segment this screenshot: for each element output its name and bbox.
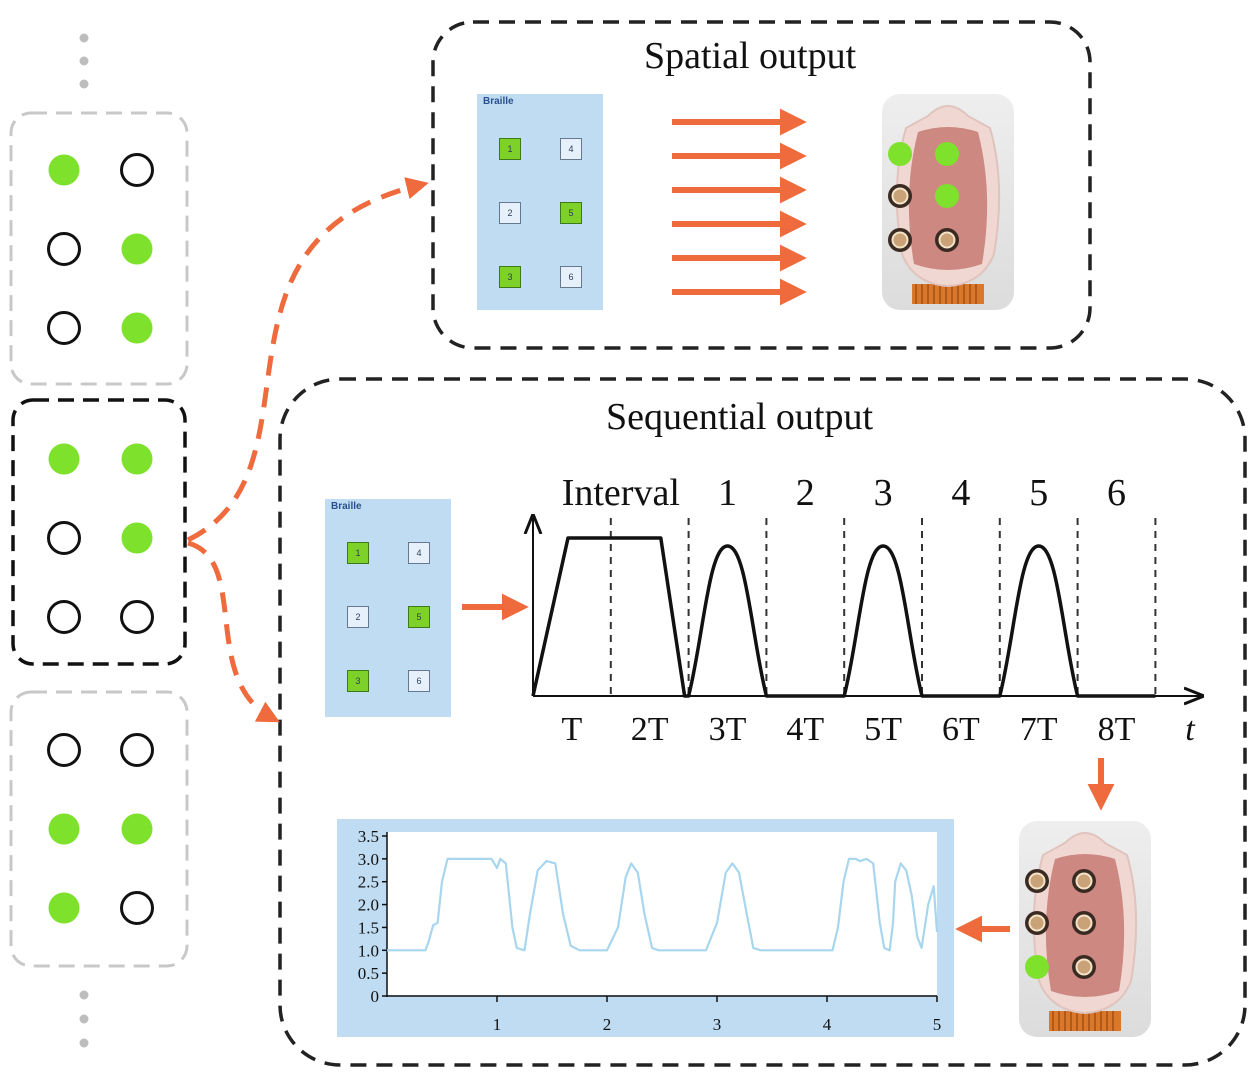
spatial-device-photo [882,94,1014,310]
braille-card-cell-1: 1 [499,138,521,160]
braille-card-cell-4: 4 [560,138,582,160]
device-pin-raised [935,184,959,208]
spatial-output-title: Spatial output [644,35,857,77]
braille-card-title: Braille [483,96,514,107]
braille-dot-flat [120,153,154,187]
braille-cell-frame-bottom [9,690,189,968]
timing-time-label: 5T [864,711,902,748]
sequential-panel-frame [278,377,1247,1067]
braille-card-cell-2: 2 [499,202,521,224]
braille-dot-flat [47,733,81,767]
signal-line [387,857,939,952]
ellipsis-dot [79,1038,89,1048]
y-tick-label: 1.5 [358,918,379,937]
braille-dot-raised [48,813,80,845]
braille-card-cell-5: 5 [408,606,430,628]
x-tick-label: 4 [823,1015,832,1034]
y-tick-label: 3.5 [358,827,379,846]
sequential-braille-card: Braille 1 4 2 5 3 6 [325,499,451,717]
timing-time-label: 4T [786,711,824,748]
x-tick-label: 2 [603,1015,612,1034]
braille-dot-flat [47,521,81,555]
braille-card-cell-2: 2 [347,606,369,628]
x-tick-label: 5 [933,1015,942,1034]
braille-dot-raised [48,154,80,186]
curved-arrow-to-sequential [187,540,280,723]
braille-dot-raised [121,522,153,554]
braille-cell-frame-top [9,111,189,386]
y-tick-label: 0 [371,987,380,1006]
braille-dot-flat [120,891,154,925]
signal-chart: 0 0.5 1.0 1.5 2.0 2.5 3.0 3.5 1 2 3 4 5 [337,819,954,1037]
y-tick-label: 3.0 [358,850,379,869]
braille-card-cell-4: 4 [408,542,430,564]
timing-time-label: 8T [1098,711,1136,748]
timing-segment-label: 6 [1107,472,1126,514]
spatial-braille-card: Braille 1 4 2 5 3 6 [477,94,603,310]
braille-card-cell-1: 1 [347,542,369,564]
braille-dot-flat [120,733,154,767]
timing-segment-label: 5 [1029,472,1048,514]
ellipsis-dot [79,1014,89,1024]
timing-time-label: 2T [631,711,669,748]
timing-axis-label: t [1185,711,1196,748]
braille-card-cell-6: 6 [408,670,430,692]
braille-dot-flat [47,311,81,345]
braille-dot-raised [121,443,153,475]
braille-cell-frame-active [11,398,187,666]
device-pin-raised [1025,955,1049,979]
y-tick-label: 2.5 [358,873,379,892]
timing-segment-label: 4 [951,472,970,514]
timing-time-label: T [562,711,583,748]
x-tick-label: 3 [713,1015,722,1034]
timing-segment-label: 2 [796,472,815,514]
timing-segment-label: 1 [718,472,737,514]
timing-segment-label: 3 [874,472,893,514]
braille-card-cell-5: 5 [560,202,582,224]
timing-time-label: 7T [1020,711,1058,748]
timing-diagram: Interval 1 2 3 4 5 6 T 2T 3T 4T 5T 6T 7T 8T t [533,472,1200,748]
y-tick-label: 0.5 [358,964,379,983]
braille-card-title: Braille [331,501,362,512]
ellipsis-dot [79,990,89,1000]
braille-dot-raised [48,892,80,924]
ellipsis-dot [79,56,89,66]
device-pin-raised [888,142,912,166]
braille-dot-raised [121,813,153,845]
sequential-device-photo [1019,821,1151,1037]
ellipsis-dot [79,79,89,89]
braille-dot-raised [121,312,153,344]
ellipsis-dot [79,33,89,43]
x-tick-label: 1 [493,1015,502,1034]
vertical-ellipsis-icon [79,33,89,1048]
ribbon-cable [912,284,984,304]
y-tick-label: 2.0 [358,896,379,915]
braille-dot-raised [121,233,153,265]
braille-dot-raised [48,443,80,475]
sequential-output-title: Sequential output [606,396,874,438]
timing-time-label: 6T [942,711,980,748]
braille-dot-flat [47,600,81,634]
spatial-panel-frame [431,20,1092,350]
braille-card-cell-6: 6 [560,266,582,288]
braille-dot-flat [120,600,154,634]
timing-segment-label: Interval [562,472,680,514]
signal-chart-plot-area [387,832,937,995]
parallel-arrow-group [672,108,807,306]
device-pin-raised [935,142,959,166]
braille-card-cell-3: 3 [347,670,369,692]
timing-time-label: 3T [709,711,747,748]
timing-waveform [531,536,1156,698]
ribbon-cable [1049,1011,1121,1031]
curved-arrow-to-spatial [186,177,429,543]
braille-dot-grid [47,153,154,925]
y-tick-label: 1.0 [358,941,379,960]
braille-dot-flat [47,232,81,266]
braille-card-cell-3: 3 [499,266,521,288]
